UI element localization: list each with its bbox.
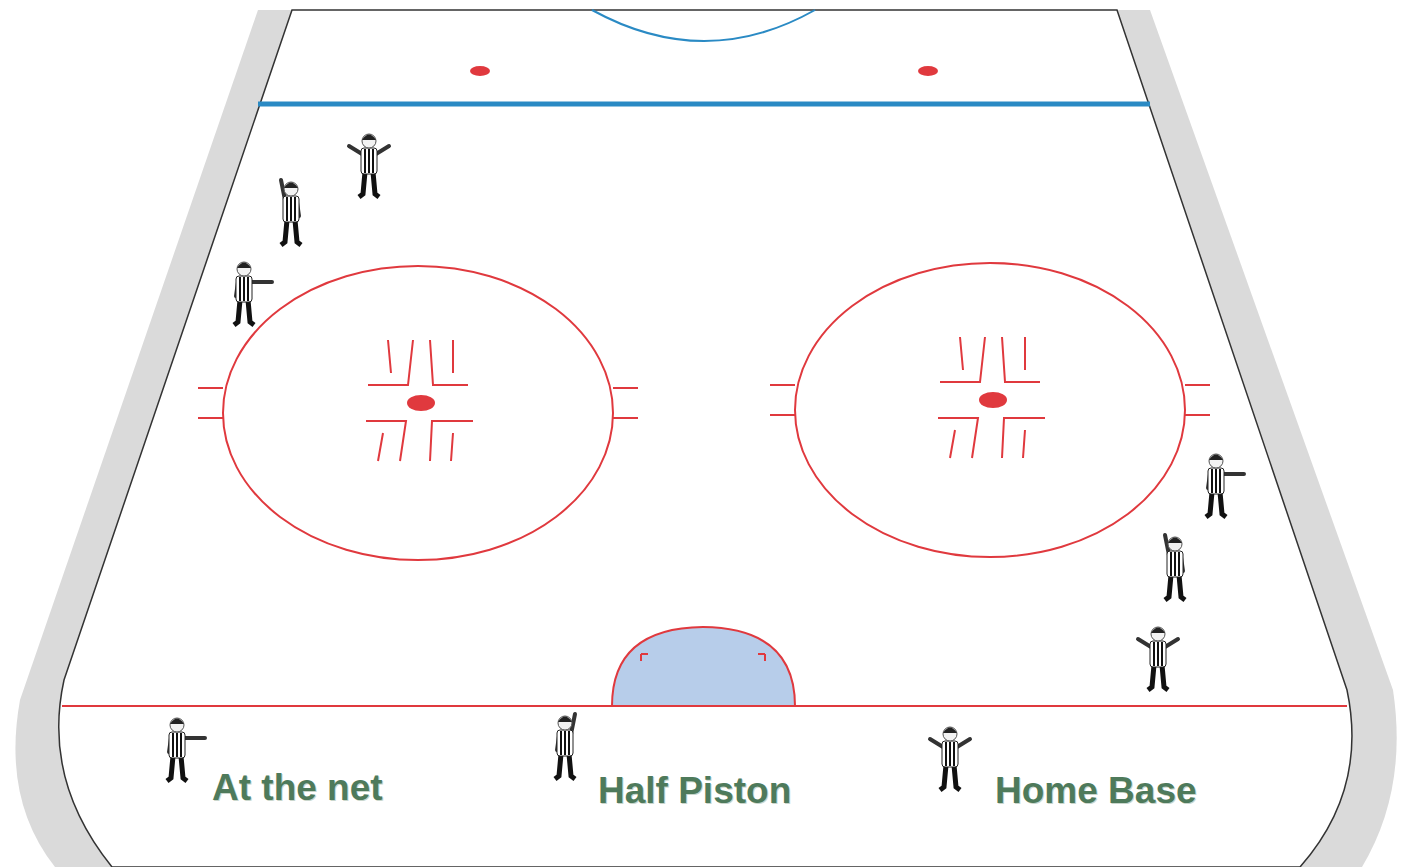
referee-figure — [281, 180, 301, 245]
referee-figure — [1138, 627, 1178, 690]
blue-line — [258, 102, 1150, 107]
referee-figure — [1165, 535, 1185, 600]
goal-crease — [612, 627, 795, 706]
referee-figure — [349, 134, 389, 197]
referee-figure — [234, 262, 272, 325]
referee-figure — [167, 718, 205, 781]
position-label: Half Piston — [598, 771, 791, 812]
faceoff-dot — [918, 66, 938, 76]
ice-surface — [59, 10, 1352, 867]
faceoff-circles — [198, 263, 1210, 560]
referee-figure — [1206, 454, 1244, 517]
faceoff-circle — [198, 266, 638, 560]
faceoff-circle — [770, 263, 1210, 557]
referee-figures — [167, 134, 1244, 790]
referee-figure — [555, 714, 575, 779]
referee-figure — [930, 727, 970, 790]
position-label: Home Base — [995, 771, 1197, 812]
center-circle-arc — [592, 10, 815, 41]
crease-marks — [641, 654, 765, 661]
position-label: At the net — [212, 768, 383, 809]
rink-boards — [15, 10, 1396, 867]
faceoff-dot — [470, 66, 490, 76]
